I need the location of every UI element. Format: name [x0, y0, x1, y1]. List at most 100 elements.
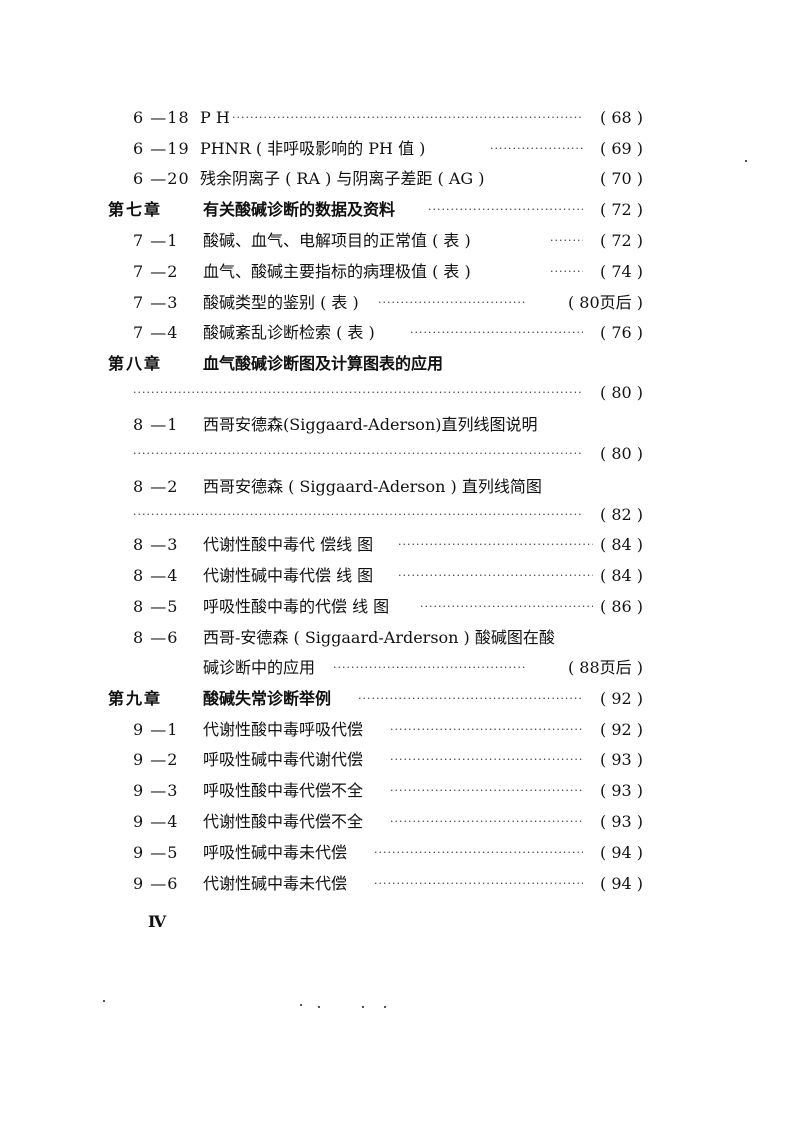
- section-title: 血气、酸碱主要指标的病理极值 ( 表 ): [203, 262, 471, 281]
- page-reference: ( 92 ): [599, 689, 643, 708]
- dot-leader: [428, 198, 583, 222]
- section-title: 西哥安德森(Siggaard-Aderson)直列线图说明: [203, 415, 538, 434]
- dot-leader: [374, 841, 583, 865]
- toc-entry-row: 碱诊断中的应用 ( 88页后 ): [0, 656, 793, 680]
- section-title: 西哥安德森 ( Siggaard-Aderson ) 直列线简图: [203, 477, 542, 496]
- section-number: 8 —6: [133, 628, 179, 647]
- dot-leader: [420, 595, 593, 619]
- scan-speck: [300, 1004, 302, 1006]
- dot-leader: [550, 229, 583, 253]
- page-reference: ( 94 ): [599, 874, 643, 893]
- scan-speck: [384, 1006, 386, 1008]
- dot-leader: [378, 291, 525, 315]
- page-reference: ( 92 ): [599, 720, 643, 739]
- section-title: PHNR ( 非呼吸影响的 PH 值 ): [200, 139, 426, 158]
- section-title: 呼吸性酸中毒代偿不全: [203, 781, 364, 800]
- dot-leader: [390, 718, 583, 742]
- section-number: 6 —20: [133, 169, 190, 188]
- page-reference: ( 76 ): [599, 323, 643, 342]
- toc-entry-row: 7 —2 血气、酸碱主要指标的病理极值 ( 表 ) ( 74 ): [0, 260, 793, 284]
- section-number: 9 —6: [133, 874, 179, 893]
- section-number: 9 —4: [133, 812, 179, 831]
- section-title: 残余阴离子 ( RA ) 与阴离子差距 ( AG ): [200, 169, 485, 188]
- section-number: 7 —4: [133, 323, 179, 342]
- page-reference: ( 94 ): [599, 843, 643, 862]
- toc-entry-row: 7 —4 酸碱紊乱诊断检索 ( 表 ) ( 76 ): [0, 321, 793, 345]
- dot-leader: [232, 106, 583, 130]
- scan-speck: [745, 160, 747, 162]
- dot-leader: [133, 503, 583, 527]
- section-title: 代谢性酸中毒呼吸代偿: [203, 720, 364, 739]
- page-reference: ( 74 ): [599, 262, 643, 281]
- page-reference: ( 93 ): [599, 781, 643, 800]
- toc-entry-row: 9 —5 呼吸性碱中毒未代偿 ( 94 ): [0, 841, 793, 865]
- page-reference: ( 70 ): [599, 169, 643, 188]
- toc-entry-row: ( 82 ): [0, 503, 793, 527]
- chapter-title: 血气酸碱诊断图及计算图表的应用: [203, 354, 444, 373]
- toc-entry-row: 6 —19 PHNR ( 非呼吸影响的 PH 值 ) ( 69 ): [0, 137, 793, 161]
- dot-leader: [410, 321, 583, 345]
- section-title: 代谢性酸中毒代 偿线 图: [203, 535, 374, 554]
- page-reference: ( 88页后 ): [567, 658, 643, 677]
- page-reference: ( 82 ): [599, 505, 643, 524]
- chapter-number: 第九章: [108, 689, 163, 708]
- page-reference: ( 84 ): [599, 566, 643, 585]
- page-reference: ( 80 ): [599, 444, 643, 463]
- section-number: 6 —18: [133, 108, 190, 127]
- dot-leader: [133, 381, 583, 405]
- chapter-title: 酸碱失常诊断举例: [203, 689, 332, 708]
- page-number: Ⅳ: [148, 912, 167, 931]
- toc-entry-row: 9 —1 代谢性酸中毒呼吸代偿 ( 92 ): [0, 718, 793, 742]
- section-number: 9 —1: [133, 720, 179, 739]
- scan-speck: [103, 1000, 105, 1002]
- page-reference: ( 68 ): [599, 108, 643, 127]
- page-reference: ( 69 ): [599, 139, 643, 158]
- section-number: 8 —2: [133, 477, 179, 496]
- page-reference: ( 72 ): [599, 231, 643, 250]
- scan-speck: [362, 1006, 364, 1008]
- toc-entry-row: ( 80 ): [0, 381, 793, 405]
- section-number: 9 —5: [133, 843, 179, 862]
- section-number: 9 —3: [133, 781, 179, 800]
- section-title: 呼吸性碱中毒未代偿: [203, 843, 348, 862]
- scan-speck: [318, 1006, 320, 1008]
- section-number: 7 —2: [133, 262, 179, 281]
- section-number: 8 —5: [133, 597, 179, 616]
- toc-entry-row: ( 80 ): [0, 442, 793, 466]
- section-title: 酸碱、血气、电解项目的正常值 ( 表 ): [203, 231, 471, 250]
- toc-entry-row: 8 —1 西哥安德森(Siggaard-Aderson)直列线图说明: [0, 413, 793, 437]
- toc-entry-row: 9 —6 代谢性碱中毒未代偿 ( 94 ): [0, 872, 793, 896]
- dot-leader: [398, 564, 593, 588]
- page-reference: ( 72 ): [599, 200, 643, 219]
- section-title: 代谢性酸中毒代偿不全: [203, 812, 364, 831]
- section-number: 7 —1: [133, 231, 179, 250]
- page-reference: ( 84 ): [599, 535, 643, 554]
- section-title: 呼吸性碱中毒代谢代偿: [203, 750, 364, 769]
- section-number: 7 —3: [133, 293, 179, 312]
- section-number: 8 —1: [133, 415, 179, 434]
- section-title: 呼吸性酸中毒的代偿 线 图: [203, 597, 390, 616]
- dot-leader: [358, 687, 583, 711]
- chapter-title: 有关酸碱诊断的数据及资料: [203, 200, 396, 219]
- toc-entry-row: 8 —2 西哥安德森 ( Siggaard-Aderson ) 直列线简图: [0, 475, 793, 499]
- section-title: 西哥-安德森 ( Siggaard-Arderson ) 酸碱图在酸: [203, 628, 555, 647]
- section-title: 碱诊断中的应用: [203, 658, 316, 677]
- toc-entry-row: 7 —1 酸碱、血气、电解项目的正常值 ( 表 ) ( 72 ): [0, 229, 793, 253]
- toc-entry-row: 6 —18P H( 68 ): [0, 106, 793, 130]
- section-title: 酸碱紊乱诊断检索 ( 表 ): [203, 323, 375, 342]
- toc-chapter-row: 第九章 酸碱失常诊断举例 ( 92 ): [0, 687, 793, 711]
- dot-leader: [550, 260, 583, 284]
- page-reference: ( 80 ): [599, 383, 643, 402]
- section-number: 6 —19: [133, 139, 190, 158]
- dot-leader: [390, 810, 583, 834]
- section-title: 代谢性碱中毒未代偿: [203, 874, 348, 893]
- dot-leader: [490, 137, 583, 161]
- toc-entry-row: 6 —20 残余阴离子 ( RA ) 与阴离子差距 ( AG ) ( 70 ): [0, 167, 793, 191]
- page-reference: ( 80页后 ): [567, 293, 643, 312]
